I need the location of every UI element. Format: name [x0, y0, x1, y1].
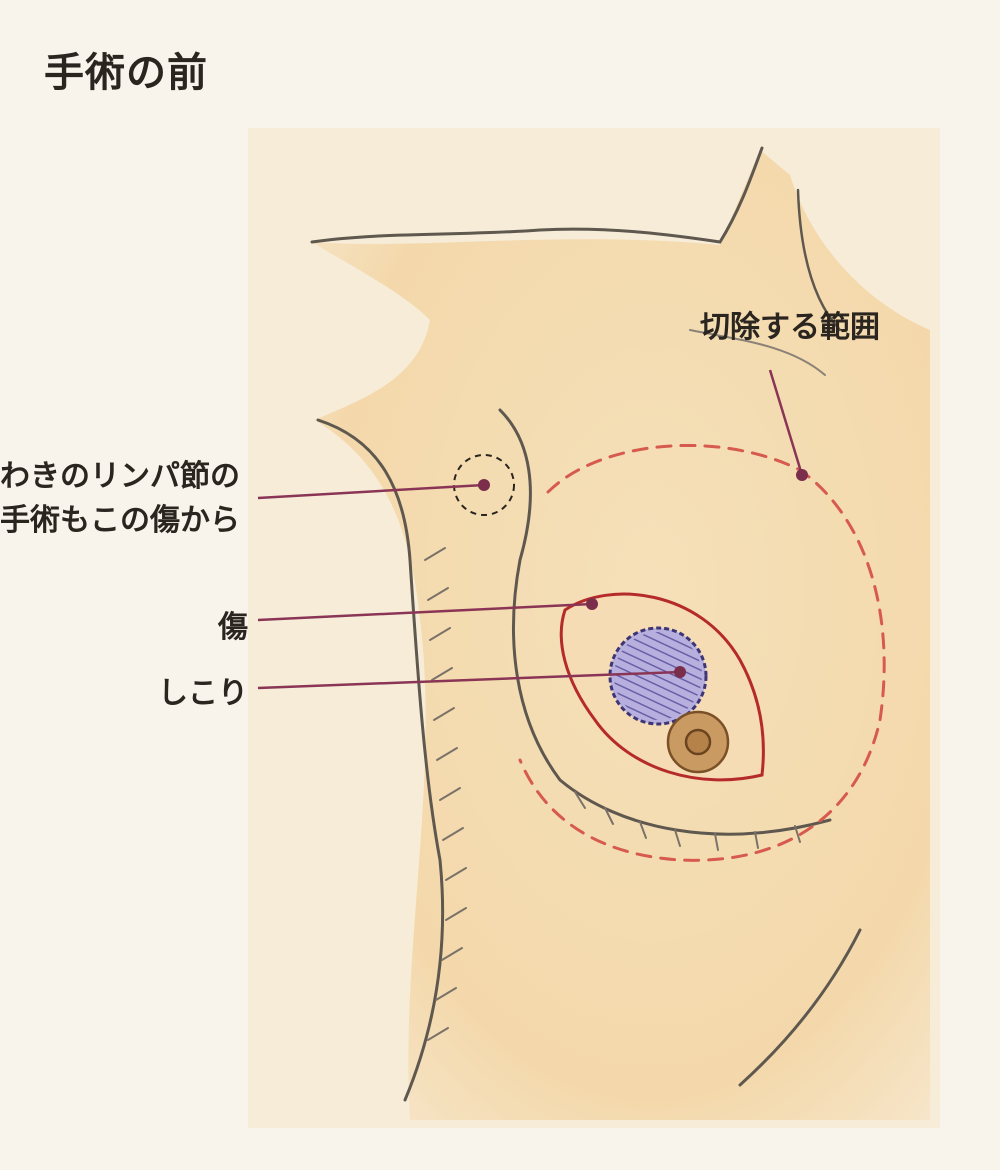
leader-lymph: [257, 483, 485, 500]
ribcage-outline: [738, 928, 862, 1087]
excision-boundary: [518, 443, 886, 862]
label-lump: しこり: [158, 676, 248, 711]
page-title: 手術の前: [44, 50, 208, 96]
leader-excision: [768, 369, 804, 476]
shoulder-outline: [310, 146, 764, 244]
dot-wound: [586, 598, 598, 610]
label-lymph-node: わきのリンパ節の 手術もこの傷から: [0, 455, 240, 543]
neck-outline: [796, 188, 842, 332]
label-lymph-line2: 手術もこの傷から: [0, 503, 240, 538]
leader-wound: [257, 602, 593, 622]
nipple-center: [684, 728, 712, 756]
breast-underline-shading: [574, 791, 801, 851]
arm-inner-outline: [498, 408, 832, 836]
clavicle-outline: [689, 329, 826, 376]
label-lymph-line1: わきのリンパ節の: [0, 459, 240, 494]
label-excision-area: 切除する範囲: [700, 310, 880, 345]
label-wound: 傷: [218, 610, 248, 645]
tumor-hatching: [614, 632, 702, 720]
leader-lines: [257, 369, 804, 690]
lymph-node-marker: [453, 454, 515, 516]
arm-outline: [316, 418, 445, 1102]
leader-dots: [478, 469, 808, 678]
dot-lymph: [478, 479, 490, 491]
leader-lump: [257, 670, 681, 690]
dot-lump: [674, 666, 686, 678]
arm-shading: [424, 547, 467, 1041]
dot-excision: [796, 469, 808, 481]
